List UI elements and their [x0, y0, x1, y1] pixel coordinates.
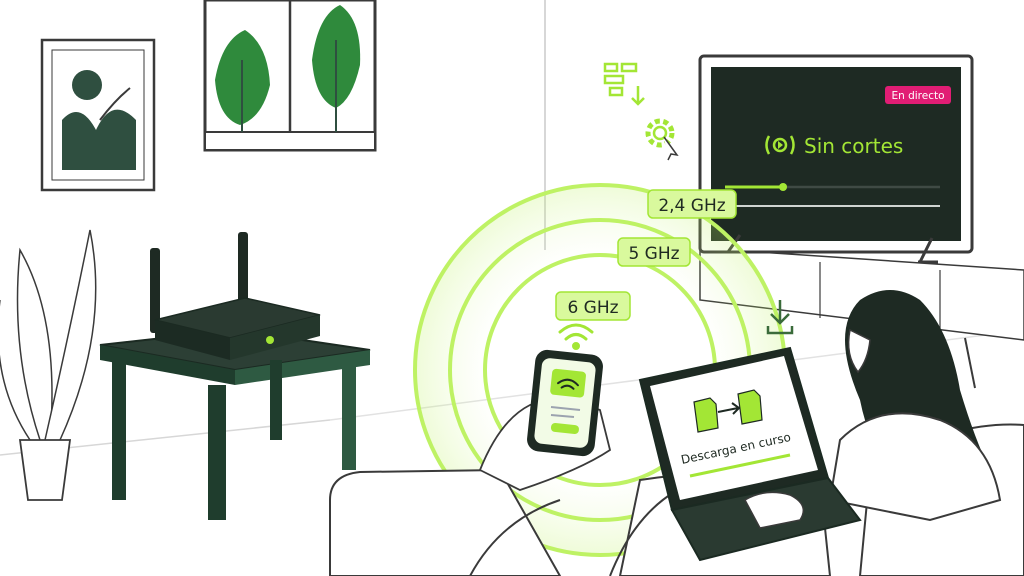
router-led-icon	[266, 336, 274, 344]
download-icon	[766, 300, 794, 335]
band-label-text: 2,4 GHz	[658, 196, 725, 216]
person	[469, 290, 1002, 576]
band-label-text: 5 GHz	[628, 244, 679, 264]
wifi-router	[150, 232, 321, 360]
playback-handle	[779, 183, 788, 191]
band-label-5ghz: 5 GHz	[617, 237, 691, 267]
window	[203, 0, 377, 152]
laptop: Descarga en curso	[638, 346, 862, 562]
file-transfer-icon	[693, 389, 763, 433]
live-badge	[885, 86, 951, 104]
laptop-screen	[650, 356, 818, 500]
person-hand	[744, 491, 805, 529]
play-signal-icon	[765, 135, 795, 155]
tv-status-text: Sin cortes	[804, 134, 903, 158]
wall-picture	[40, 38, 156, 192]
download-progress-bar	[689, 453, 791, 478]
live-badge-label: En directo	[891, 90, 944, 102]
television: En directo Sin cortes	[698, 54, 974, 264]
band-label-2-4ghz: 2,4 GHz	[647, 189, 737, 219]
house-plant	[0, 229, 97, 501]
band-label-6ghz: 6 GHz	[555, 291, 631, 321]
gear-click-icon	[645, 118, 679, 161]
band-label-text: 6 GHz	[567, 298, 618, 318]
wifi-icon	[558, 323, 594, 350]
bricks-download-icon	[603, 62, 645, 106]
person-body	[828, 412, 1002, 522]
phone-wifi-icon	[557, 378, 579, 390]
smartphone	[478, 349, 612, 491]
